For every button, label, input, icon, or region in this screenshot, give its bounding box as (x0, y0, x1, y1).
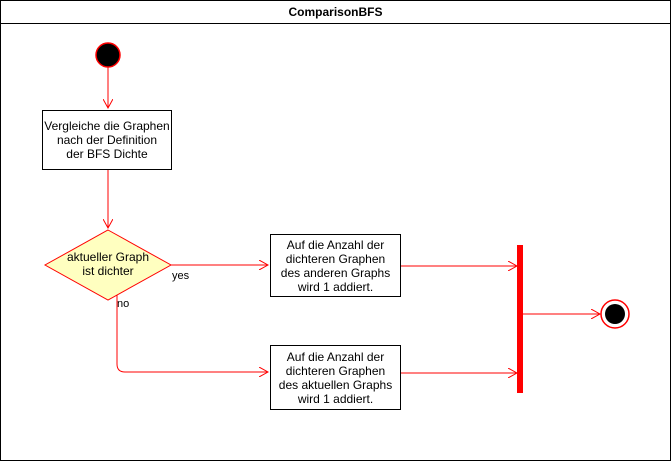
flow-no (116, 295, 268, 372)
action-add-other-label: Auf die Anzahl der dichteren Graphen des… (280, 237, 391, 294)
diagram-title: ComparisonBFS (1, 1, 670, 24)
action-compare: Vergleiche die Graphen nach der Definiti… (42, 110, 172, 170)
join-bar (517, 245, 523, 393)
action-add-current-label: Auf die Anzahl der dichteren Graphen des… (278, 349, 393, 406)
action-add-other: Auf die Anzahl der dichteren Graphen des… (270, 234, 401, 297)
no-label: no (117, 298, 130, 310)
final-node-inner (605, 304, 625, 324)
action-add-current: Auf die Anzahl der dichteren Graphen des… (270, 345, 401, 410)
action-compare-label: Vergleiche die Graphen nach der Definiti… (44, 119, 170, 161)
decision-label: aktueller Graph ist dichter (66, 250, 150, 278)
decision-node (43, 229, 173, 301)
yes-label: yes (172, 270, 190, 282)
initial-node (95, 42, 121, 68)
